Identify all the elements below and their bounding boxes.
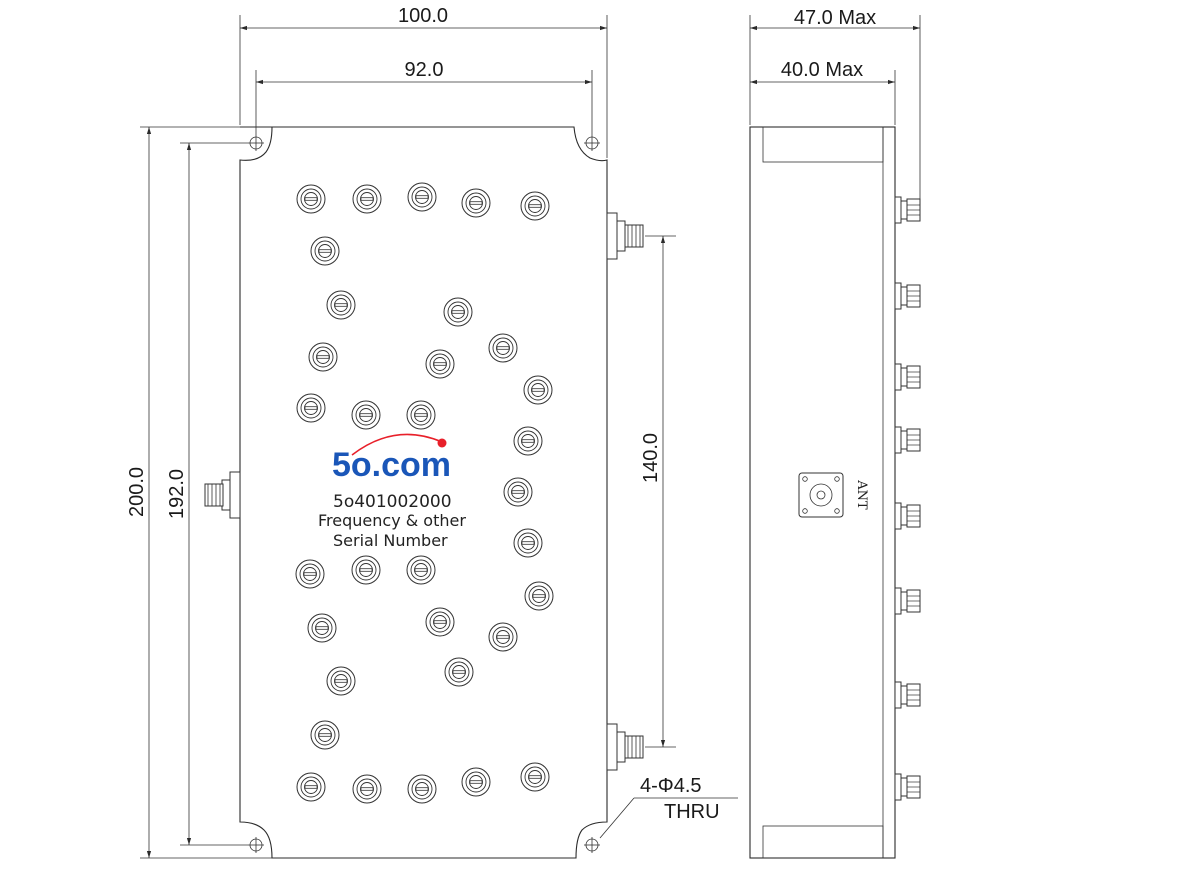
tuning-screws [295,182,554,804]
ant-label: ANT [854,479,869,510]
dim-hole-spacing-height: 192.0 [166,469,188,519]
tuning-screw-icon [406,555,436,585]
tuning-screw-icon [295,559,325,589]
tuning-screw-icon [308,342,338,372]
hole-spec-callout: 4-Φ4.5 [640,775,702,797]
dim-max-depth: 47.0 Max [794,7,876,29]
dim-overall-width: 100.0 [398,5,448,27]
tuning-screw-icon [461,767,491,797]
tuning-screw-icon [425,349,455,379]
tuning-screw-icon [307,613,337,643]
tuning-screw-icon [425,607,455,637]
tuning-screw-icon [488,333,518,363]
tuning-screw-icon [524,581,554,611]
tuning-screw-icon [443,297,473,327]
sma-connector-icon [894,196,921,224]
dim-overall-height: 200.0 [126,467,148,517]
front-view: 5o.com 5o401002000 Frequency & other Ser… [204,126,644,859]
mount-hole-icon [248,837,264,853]
tuning-screw-icon [513,426,543,456]
front-body-outline [239,126,608,859]
label-line-serial: Serial Number [333,531,448,550]
tuning-screw-icon [523,375,553,405]
tuning-screw-icon [444,657,474,687]
mount-hole-icon [248,135,264,151]
mount-hole-icon [584,837,600,853]
tuning-screw-icon [351,400,381,430]
tuning-screw-icon [296,184,326,214]
tuning-screw-icon [461,188,491,218]
logo-swoosh [351,433,443,456]
tuning-screw-icon [407,182,437,212]
sma-connector-icon [894,773,921,801]
mount-hole-icon [584,135,600,151]
tuning-screw-icon [326,666,356,696]
part-number: 5o401002000 [333,492,452,512]
dim-connector-spacing: 140.0 [640,433,662,483]
brand-logo: 5o.com [332,446,451,484]
tuning-screw-icon [352,184,382,214]
product-label: 5o.com 5o401002000 Frequency & other Ser… [318,433,466,550]
front-dimensions: 100.0 92.0 200.0 192.0 140.0 4-Φ4.5 THRU [126,5,738,859]
sma-connector-icon [894,502,921,530]
label-line-frequency: Frequency & other [318,511,466,530]
tuning-screw-icon [520,191,550,221]
side-view: ANT [749,126,921,859]
tuning-screw-icon [520,762,550,792]
side-connectors [894,196,921,801]
tuning-screw-icon [406,400,436,430]
sma-connector-icon [894,681,921,709]
sma-connector-icon [798,472,844,518]
tuning-screw-icon [296,393,326,423]
tuning-screw-icon [352,774,382,804]
sma-connector-icon [606,212,644,260]
tuning-screw-icon [407,774,437,804]
tuning-screw-icon [488,622,518,652]
tuning-screw-icon [513,528,543,558]
hole-note-callout: THRU [664,801,720,823]
logo-dot [437,438,447,448]
sma-connector-icon [894,587,921,615]
sma-connector-icon [894,282,921,310]
dim-hole-spacing-width: 92.0 [405,59,444,81]
dim-body-depth: 40.0 Max [781,59,863,81]
sma-connector-icon [894,363,921,391]
sma-connector-icon [606,723,644,771]
tuning-screw-icon [310,236,340,266]
sma-connector-icon [894,426,921,454]
tuning-screw-icon [326,290,356,320]
tuning-screw-icon [296,772,326,802]
tuning-screw-icon [310,720,340,750]
tuning-screw-icon [351,555,381,585]
side-dimensions: 47.0 Max 40.0 Max [749,7,921,205]
sma-connector-icon [204,471,241,519]
tuning-screw-icon [503,477,533,507]
